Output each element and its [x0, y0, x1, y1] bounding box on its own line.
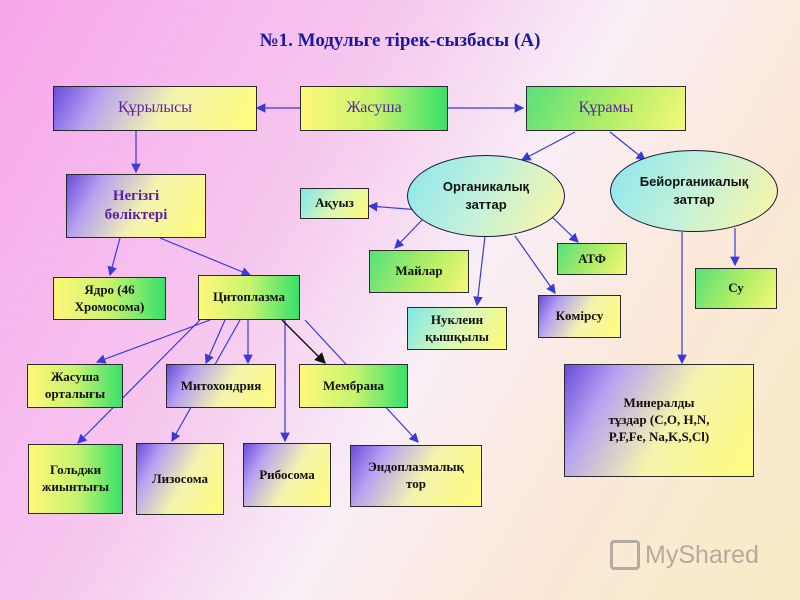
node-membrana: Мембрана: [299, 364, 408, 408]
watermark-logo: MyShared: [610, 540, 759, 570]
node-kuramy: Құрамы: [526, 86, 686, 131]
node-nuklein: Нуклеин қышқылы: [407, 307, 507, 350]
watermark-text: MyShared: [645, 540, 759, 569]
node-zhasusha: Жасуша: [300, 86, 448, 131]
node-citoplazma: Цитоплазма: [198, 275, 300, 320]
page-title: №1. Модульге тірек-сызбасы (А): [259, 30, 541, 51]
node-negizgi: Негізгі бөліктері: [66, 174, 206, 238]
node-akuyz: Ақуыз: [300, 188, 369, 219]
node-zhasusha-ortalygy: Жасуша орталығы: [27, 364, 123, 408]
node-yadro: Ядро (46 Хромосома): [53, 277, 166, 320]
node-mailar: Майлар: [369, 250, 469, 293]
node-mineraldy: Минералды тұздар (C,O, H,N, P,F,Fe, Na,K…: [564, 364, 754, 477]
node-beiorganikalyk: Бейорганикалық заттар: [610, 150, 778, 232]
node-organikalyk: Органикалық заттар: [407, 155, 565, 237]
node-kurylysy: Құрылысы: [53, 86, 257, 131]
node-mitohondriya: Митохондрия: [166, 364, 276, 408]
node-komirsu: Көмірсу: [538, 295, 621, 338]
logo-mark-icon: [610, 540, 640, 570]
node-goldzhi: Гольджи жиынтығы: [28, 444, 123, 514]
node-lizosoma: Лизосома: [136, 443, 224, 515]
node-ribosoma: Рибосома: [243, 443, 331, 507]
node-endoplazmalyk: Эндоплазмалық тор: [350, 445, 482, 507]
node-su: Су: [695, 268, 777, 309]
node-atf: АТФ: [557, 243, 627, 275]
